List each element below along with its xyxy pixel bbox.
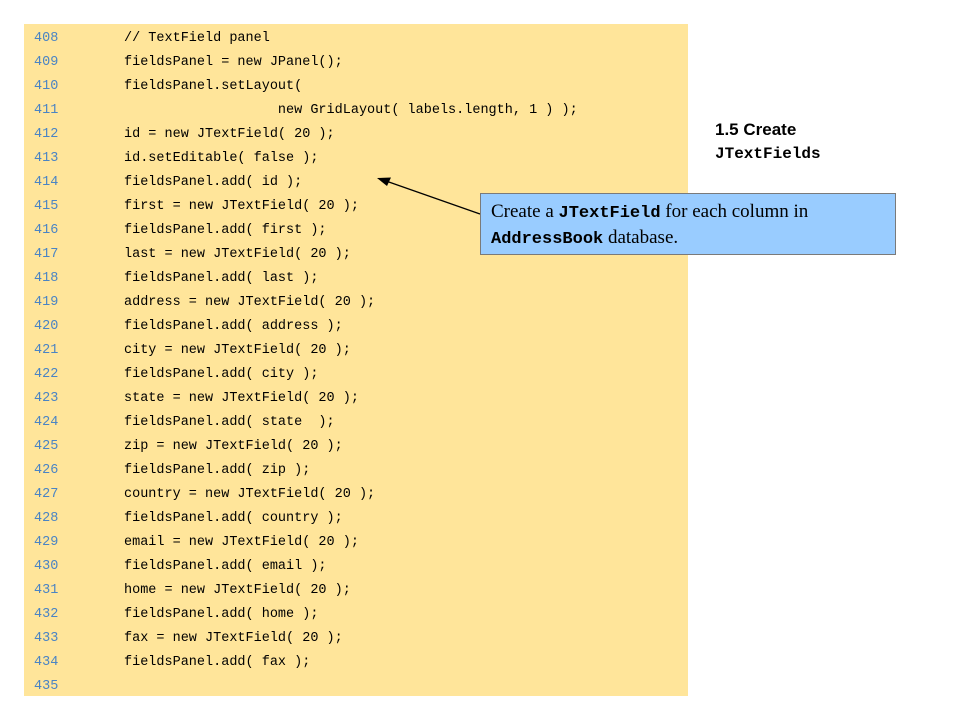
line-number: 433 [34, 631, 59, 646]
code-text: country = new JTextField( 20 ); [124, 487, 376, 502]
line-number: 427 [34, 487, 59, 502]
line-number: 422 [34, 367, 59, 382]
callout-text-2: for each column in [660, 201, 809, 222]
line-number: 411 [34, 103, 59, 118]
line-number: 416 [34, 223, 59, 238]
callout-text-1: Create a [491, 201, 559, 222]
callout-text-3: database. [603, 227, 679, 248]
code-text: home = new JTextField( 20 ); [124, 583, 351, 598]
line-number: 425 [34, 439, 59, 454]
line-number: 417 [34, 247, 59, 262]
callout-box: Create a JTextField for each column in A… [480, 193, 896, 255]
callout-class-addressbook: AddressBook [491, 230, 604, 249]
code-text: id = new JTextField( 20 ); [124, 127, 335, 142]
line-number: 428 [34, 511, 59, 526]
line-number: 418 [34, 271, 59, 286]
line-number: 423 [34, 391, 59, 406]
line-number: 426 [34, 463, 59, 478]
code-text: new GridLayout( labels.length, 1 ) ); [124, 103, 578, 118]
line-number: 434 [34, 655, 59, 670]
line-number: 409 [34, 55, 59, 70]
code-text: fieldsPanel = new JPanel(); [124, 55, 343, 70]
line-number: 408 [34, 31, 59, 46]
section-heading: 1.5 Create JTextFields [715, 118, 821, 166]
section-heading-title: 1.5 Create [715, 120, 797, 139]
code-text: zip = new JTextField( 20 ); [124, 439, 343, 454]
code-text: fieldsPanel.add( country ); [124, 511, 343, 526]
code-text: fieldsPanel.add( email ); [124, 559, 327, 574]
line-number: 421 [34, 343, 59, 358]
section-heading-class-name: JTextFields [715, 145, 821, 163]
line-number: 415 [34, 199, 59, 214]
code-listing: 408 // TextField panel 409 fieldsPanel = ne… [24, 24, 688, 696]
line-number: 424 [34, 415, 59, 430]
code-text: first = new JTextField( 20 ); [124, 199, 359, 214]
code-text: fieldsPanel.add( home ); [124, 607, 319, 622]
code-text: fieldsPanel.add( address ); [124, 319, 343, 334]
line-number: 412 [34, 127, 59, 142]
line-number: 410 [34, 79, 59, 94]
code-text: // TextField panel [124, 31, 270, 46]
code-text: fieldsPanel.add( fax ); [124, 655, 311, 670]
line-number: 419 [34, 295, 59, 310]
code-text: address = new JTextField( 20 ); [124, 295, 376, 310]
code-text: state = new JTextField( 20 ); [124, 391, 359, 406]
line-number: 435 [34, 679, 59, 694]
callout-class-jtextfield: JTextField [558, 204, 661, 223]
code-text: fieldsPanel.add( state ); [124, 415, 335, 430]
code-text: email = new JTextField( 20 ); [124, 535, 359, 550]
code-text: fieldsPanel.setLayout( [124, 79, 303, 94]
code-text: fieldsPanel.add( first ); [124, 223, 327, 238]
line-number: 414 [34, 175, 59, 190]
code-text: fieldsPanel.add( last ); [124, 271, 319, 286]
code-text: id.setEditable( false ); [124, 151, 319, 166]
line-number: 431 [34, 583, 59, 598]
code-text: last = new JTextField( 20 ); [124, 247, 351, 262]
line-number: 429 [34, 535, 59, 550]
line-number: 430 [34, 559, 59, 574]
code-text: fieldsPanel.add( id ); [124, 175, 303, 190]
line-number: 432 [34, 607, 59, 622]
line-number: 413 [34, 151, 59, 166]
line-number: 420 [34, 319, 59, 334]
code-text: fieldsPanel.add( zip ); [124, 463, 311, 478]
code-text: fieldsPanel.add( city ); [124, 367, 319, 382]
code-text: city = new JTextField( 20 ); [124, 343, 351, 358]
code-text: fax = new JTextField( 20 ); [124, 631, 343, 646]
